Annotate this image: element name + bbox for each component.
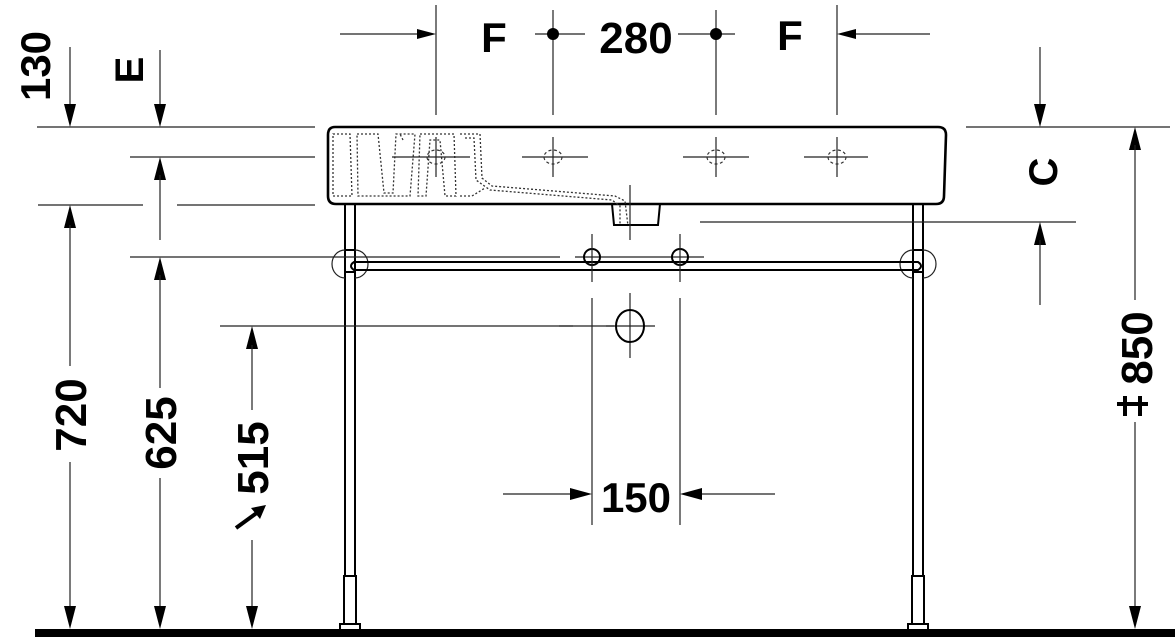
- dim-label-c: C: [1022, 158, 1066, 187]
- wall-fixing-holes: [130, 234, 704, 282]
- tap-hole-4: [804, 137, 868, 177]
- dim-label-130: 130: [12, 31, 59, 101]
- tap-hole-2: [522, 137, 588, 177]
- dim-label-150: 150: [601, 474, 671, 521]
- waste-outlet-hole: [220, 293, 681, 525]
- top-dimension-lines: [340, 5, 930, 115]
- dim-label-280: 280: [599, 14, 672, 63]
- left-dimension-lines: [37, 47, 315, 629]
- console-leg-right: [899, 204, 937, 631]
- dim-label-515: 515: [229, 421, 278, 494]
- basin: [326, 125, 948, 240]
- dim-label-e: E: [108, 57, 152, 84]
- arrow-indicator-icon: [234, 505, 266, 530]
- tap-hole-1: [392, 137, 470, 177]
- dim-label-f-left: F: [481, 14, 507, 61]
- tolerance-symbol-icon: [1117, 396, 1148, 416]
- dim-label-f-right: F: [777, 12, 803, 59]
- dim-label-850: 850: [1113, 311, 1162, 384]
- console-leg-left: [331, 204, 369, 631]
- floor-line: [35, 629, 1175, 637]
- dim-label-720: 720: [47, 378, 96, 451]
- right-dimension-lines: [700, 47, 1170, 629]
- dim-label-625: 625: [137, 396, 186, 469]
- tap-hole-marks: [392, 137, 868, 177]
- tap-hole-3: [683, 137, 749, 177]
- towel-rail: [350, 261, 922, 271]
- bottom-dimension-lines: [503, 488, 775, 500]
